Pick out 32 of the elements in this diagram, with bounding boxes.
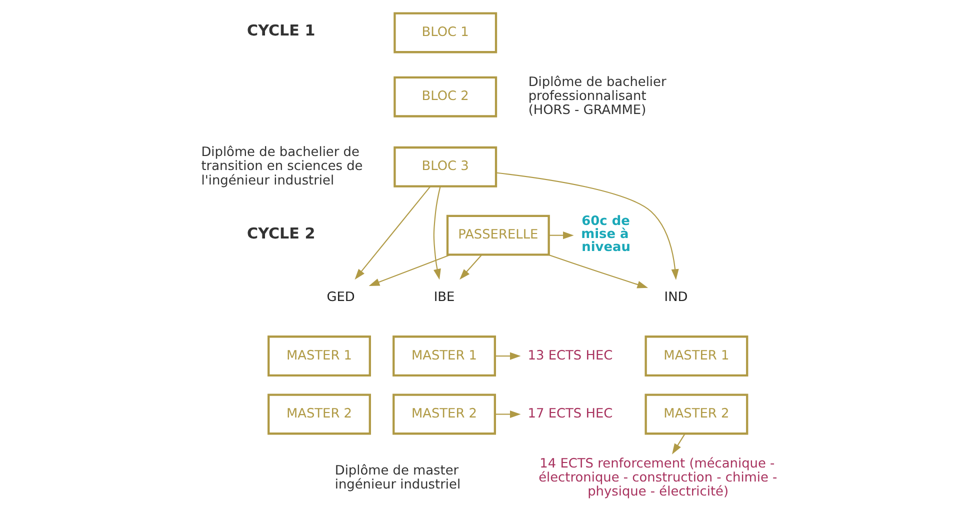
label: CYCLE 2 <box>246 224 315 242</box>
label: Diplôme de master ingénieur industriel <box>334 463 460 492</box>
node-text: IND <box>664 290 688 305</box>
node-box: MASTER 1 <box>644 335 748 376</box>
arrow <box>459 254 482 280</box>
node-text: IBE <box>433 290 454 305</box>
arrow <box>548 231 574 239</box>
arrow <box>354 186 430 280</box>
node-box: MASTER 1 <box>392 335 496 376</box>
arrow <box>495 172 678 280</box>
node-box: MASTER 2 <box>267 393 370 434</box>
arrow <box>368 254 450 286</box>
label: Diplôme de bachelier de transition en sciences de l'ingénieur industriel <box>200 144 362 188</box>
node-box: PASSERELLE <box>446 214 550 256</box>
node-box: MASTER 2 <box>392 393 496 434</box>
arrow <box>672 433 685 454</box>
node-text: 14 ECTS renforcement (mécanique - électronique - construction - chimie - physique - électricité) <box>538 456 777 500</box>
node-box: BLOC 2 <box>393 76 497 117</box>
arrow <box>432 186 440 280</box>
node-text: 17 ECTS HEC <box>527 406 612 422</box>
arrow <box>494 410 520 418</box>
label: Diplôme de bachelier professionnalisant (HORS - GRAMME) <box>528 74 666 118</box>
arrow <box>548 254 648 288</box>
node-box: MASTER 1 <box>267 335 370 376</box>
arrow <box>494 352 520 360</box>
node-text: 60c de mise à niveau <box>580 214 630 255</box>
node-box: MASTER 2 <box>644 393 748 434</box>
label: CYCLE 1 <box>246 21 315 40</box>
node-text: GED <box>326 290 354 305</box>
node-box: BLOC 3 <box>393 146 497 187</box>
node-box: BLOC 1 <box>393 12 497 53</box>
node-text: 13 ECTS HEC <box>527 348 612 363</box>
